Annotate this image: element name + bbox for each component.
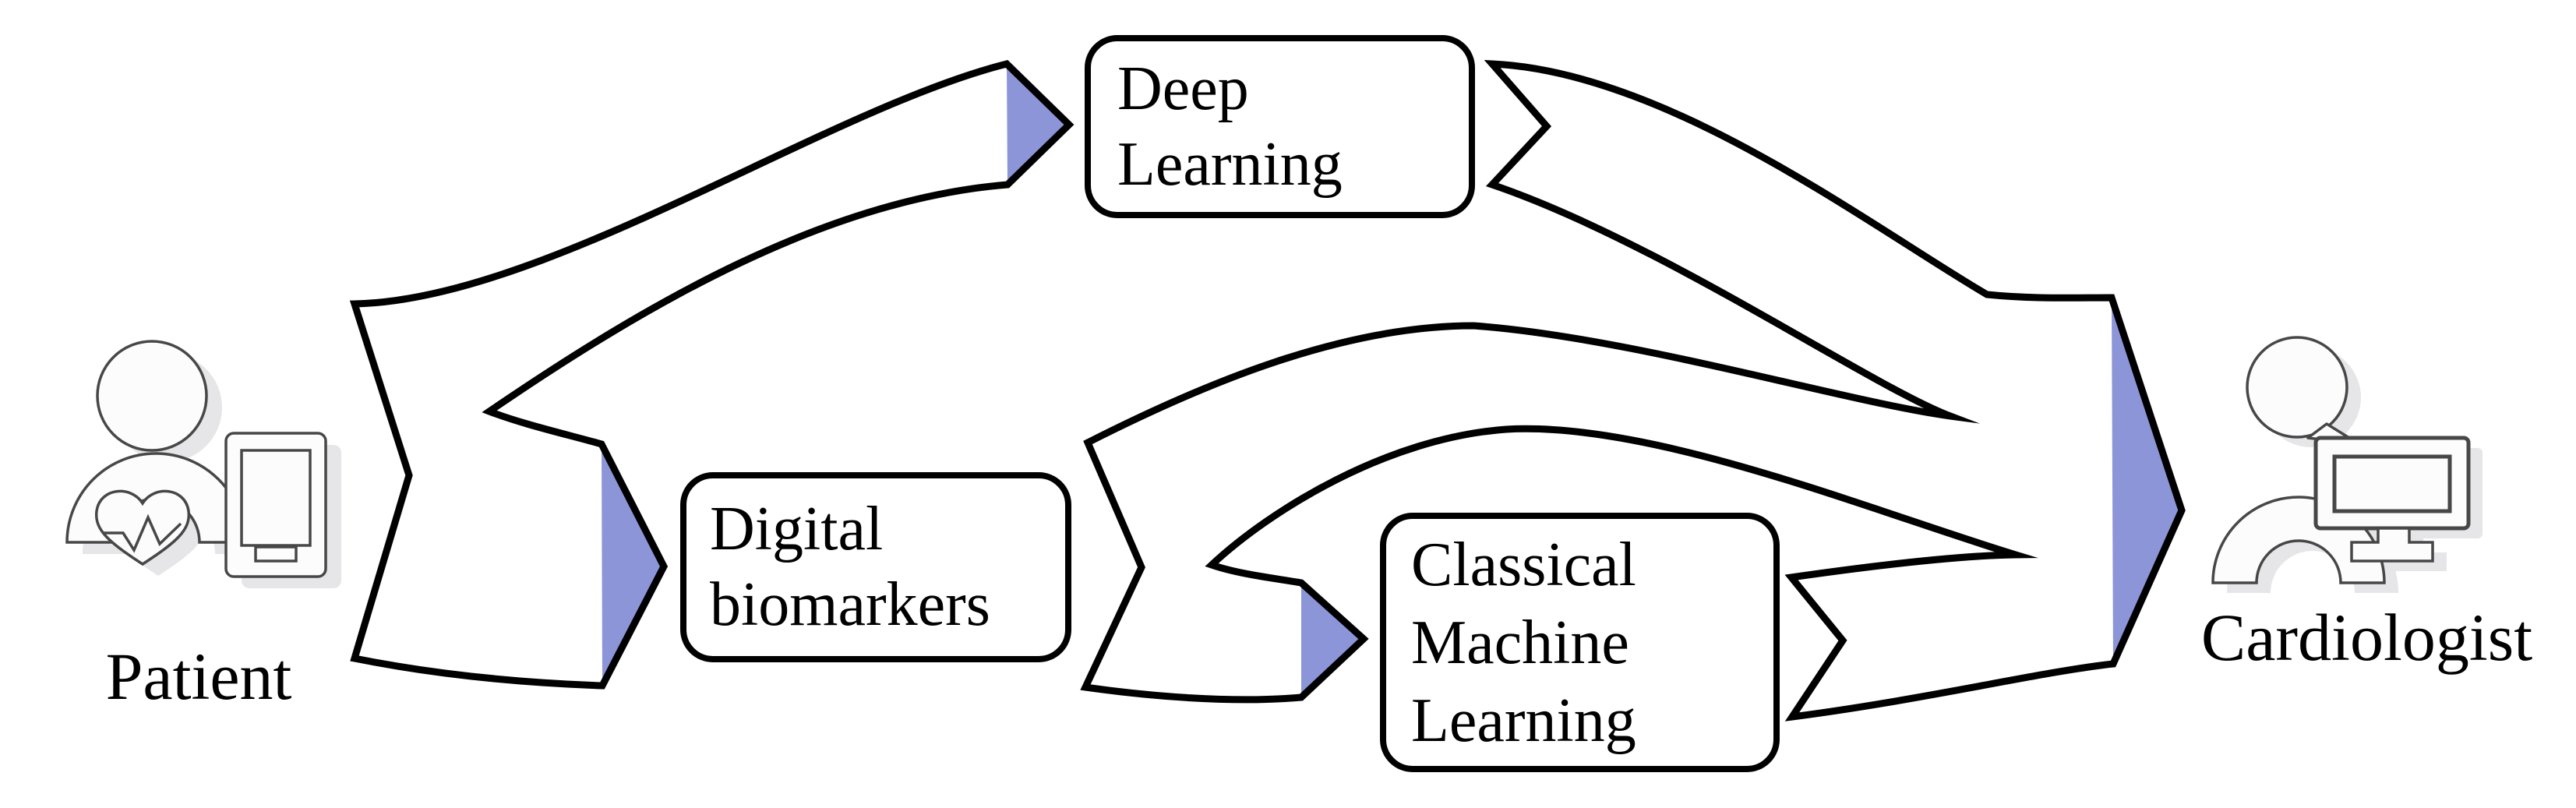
cardiologist-label: Cardiologist [2200,600,2533,675]
arrowhead-digital-biomarkers [602,444,664,686]
arrow-patient-split-body [355,64,1069,686]
node-digital-biomarkers: Digital biomarkers [680,472,1071,662]
node-classical-machine-learning-label: Classical Machine Learning [1411,530,1636,755]
node-classical-machine-learning: Classical Machine Learning [1380,513,1780,772]
arrow-patient-split-outline [349,60,1075,690]
node-deep-learning-label: Deep Learning [1117,54,1343,199]
arrows-merge-to-cardiologist-body [1085,64,2182,717]
heart-pulse-line [103,513,182,553]
monitor-screen [2332,454,2452,513]
cardiologist-icon-main [2211,336,2471,584]
phone-screen [240,449,312,547]
arrows-merge-to-cardiologist-outline [1080,60,2186,722]
cardiologist-icon [2211,336,2482,593]
monitor-stand [2350,527,2434,563]
phone-home-bar [254,545,298,563]
cardiologist-head [2246,336,2348,439]
node-digital-biomarkers-label: Digital biomarkers [710,495,990,639]
patient-head [96,340,208,452]
patient-icon [65,340,341,588]
node-deep-learning: Deep Learning [1085,35,1475,218]
arrowhead-deep-learning [1007,64,1069,185]
arrowhead-cardiologist [2112,298,2182,664]
patient-label: Patient [105,639,292,714]
patient-icon-main [65,340,327,578]
arrowhead-classical-ml [1301,583,1364,697]
